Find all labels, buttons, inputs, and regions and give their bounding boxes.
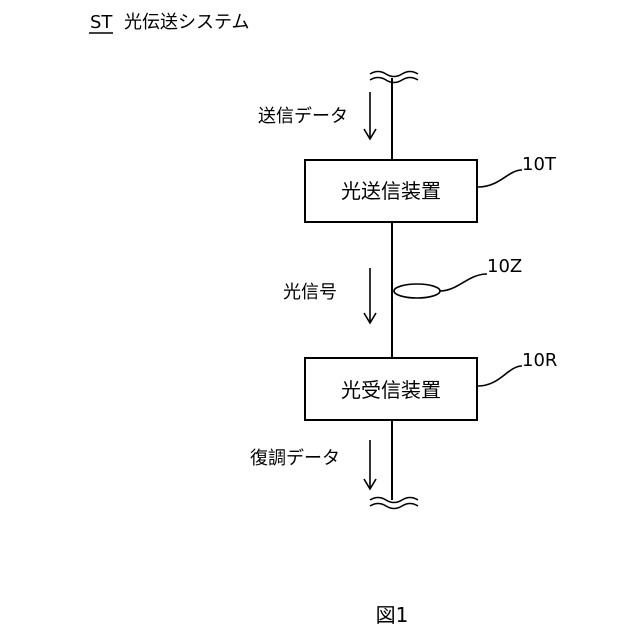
receiver-label: 光受信装置	[341, 378, 441, 402]
fiber-leader-line	[440, 274, 487, 291]
optical-signal-label: 光信号	[283, 282, 337, 303]
transmitter-label: 光送信装置	[341, 179, 441, 203]
transmitter-leader-line	[478, 170, 522, 187]
optical-arrow-icon	[364, 268, 376, 323]
fiber-ref: 10Z	[487, 256, 522, 277]
transmitter-ref: 10T	[522, 154, 557, 175]
output-signal-label: 復調データ	[250, 448, 340, 469]
output-arrow-icon	[364, 440, 376, 489]
input-arrow-icon	[364, 92, 376, 139]
figure-caption: 図1	[376, 603, 409, 627]
receiver-ref: 10R	[522, 350, 557, 371]
receiver-leader-line	[478, 366, 522, 386]
top-break-mark	[370, 72, 418, 83]
input-signal-label: 送信データ	[258, 106, 348, 127]
system-ref: ST	[90, 12, 113, 33]
bottom-break-mark	[370, 498, 418, 509]
system-title: 光伝送システム	[124, 12, 249, 33]
fiber-ellipse-marker	[394, 284, 440, 298]
